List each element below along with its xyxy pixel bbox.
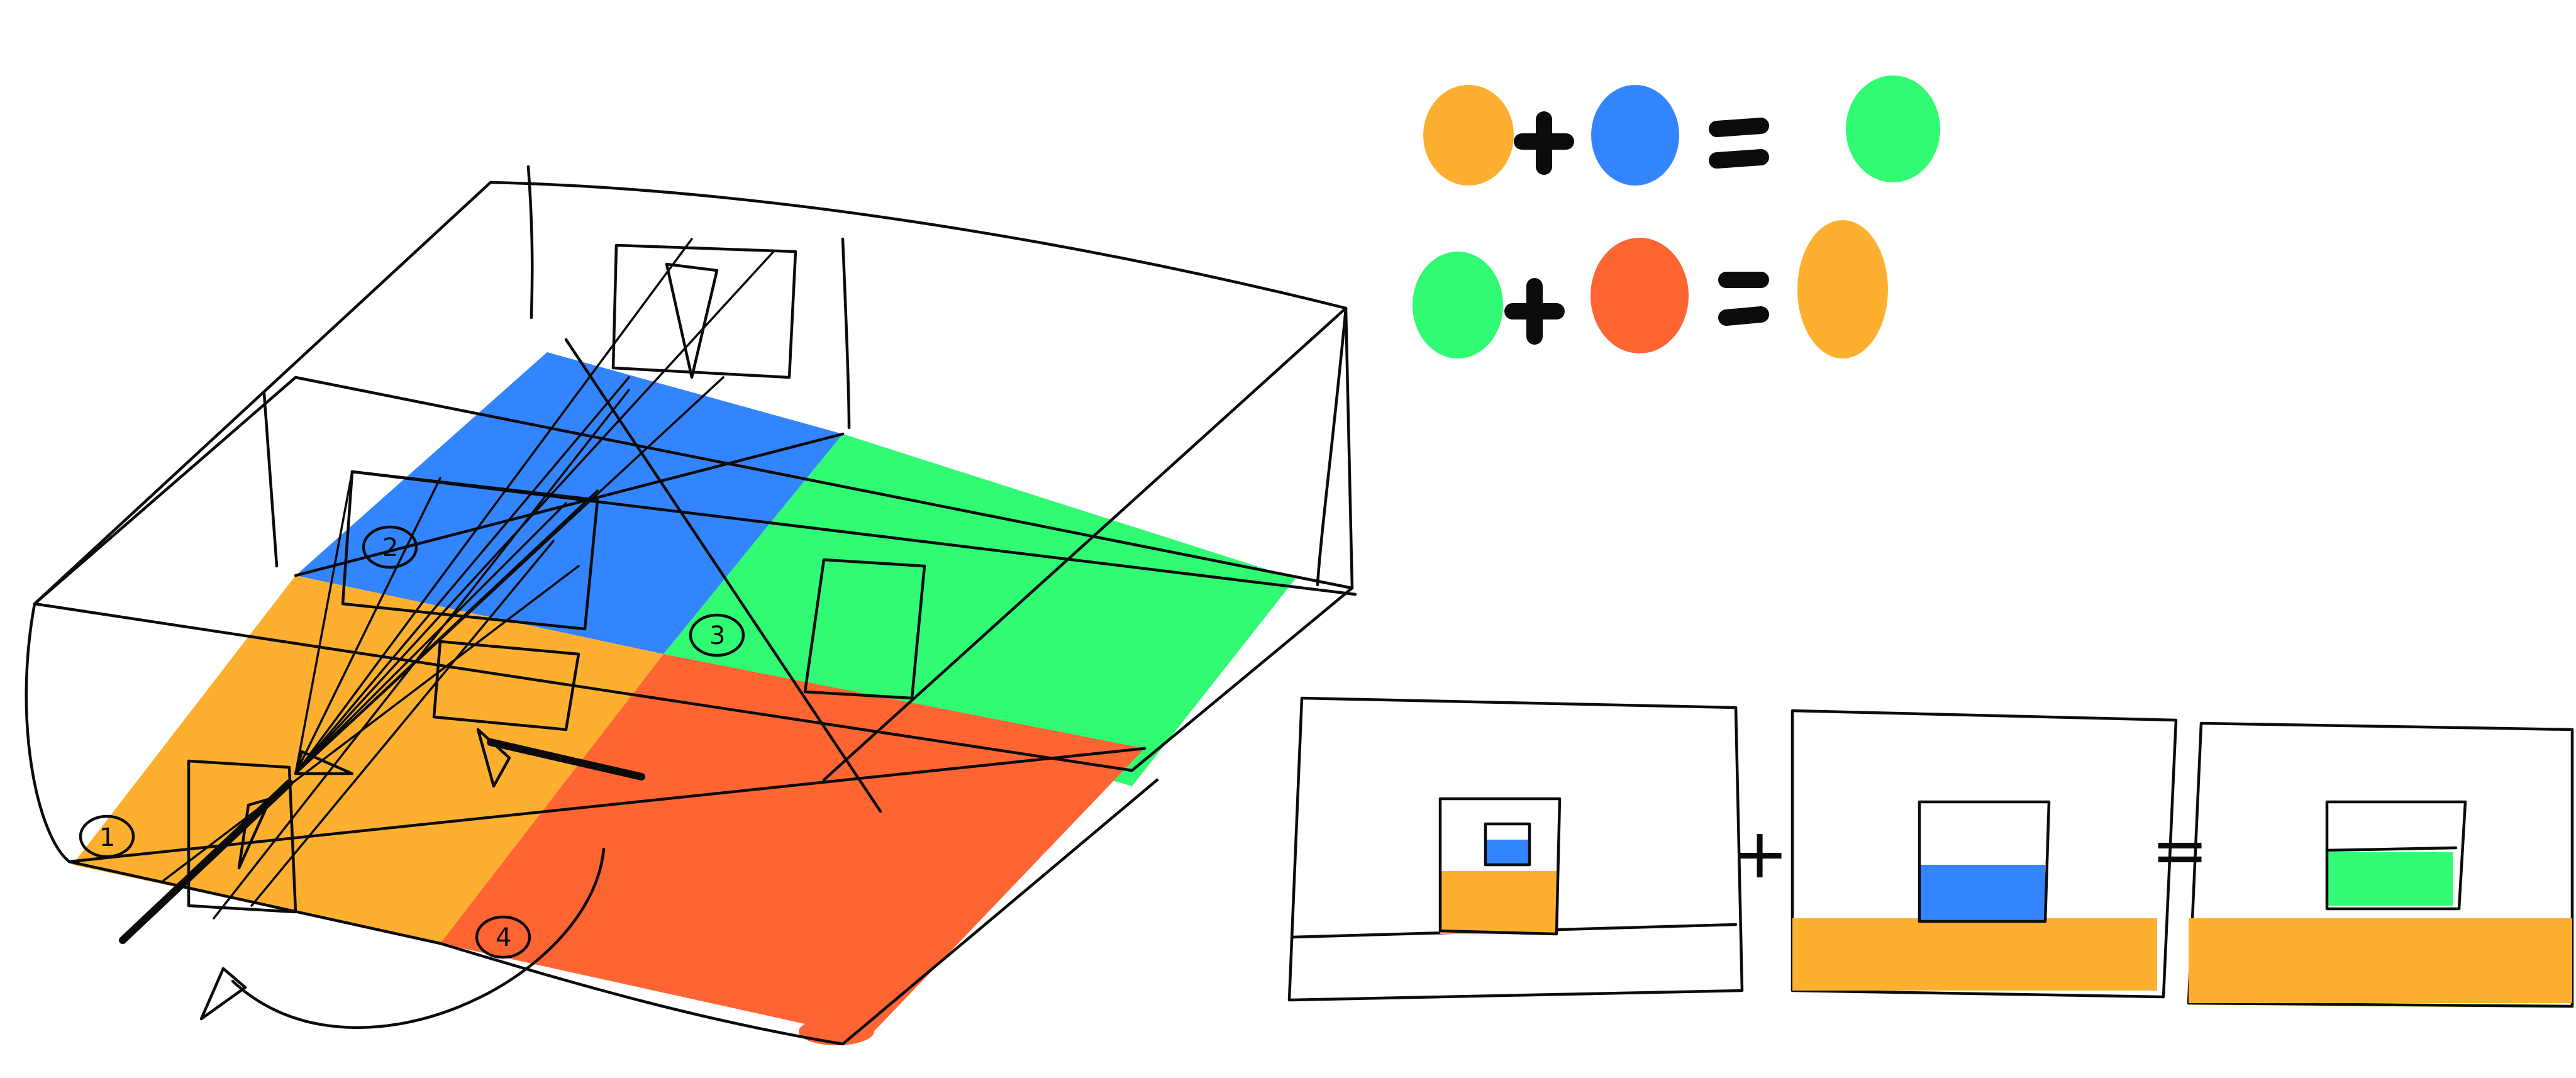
room-near-walls	[25, 602, 1159, 1046]
panel-1-inner-window	[1484, 822, 1531, 867]
camera-point	[294, 750, 354, 775]
divider-back	[294, 432, 845, 577]
divider-cross	[564, 338, 882, 813]
panel-1-window-top-fill	[1485, 840, 1530, 865]
panel-3-window-fill	[2327, 852, 2453, 906]
back-corner-post	[262, 391, 279, 568]
quadrant-label-3: 3	[689, 613, 745, 657]
panel-2-floor	[1792, 918, 2157, 991]
equation-1-equals	[1709, 118, 1769, 169]
quadrant-label-2: 2	[362, 525, 418, 569]
svg-text:3: 3	[709, 621, 725, 650]
room-sketch: 1 2 3 4	[25, 165, 1357, 1046]
divider-front	[67, 747, 1146, 864]
equation-1-right-blob	[1591, 85, 1679, 186]
panel-plus-operator: +	[1731, 813, 1789, 894]
quadrant-label-1: 1	[79, 814, 135, 859]
inner-frame-orange	[187, 759, 297, 914]
rotation-arc	[231, 847, 606, 1029]
projection-rays	[162, 238, 775, 920]
svg-text:4: 4	[496, 923, 511, 952]
room-top-outline	[33, 181, 1354, 606]
panel-2	[1790, 709, 2178, 999]
panel-1-window-floor	[1440, 871, 1557, 934]
panel-3-floor	[2189, 918, 2572, 1003]
red-corner-mark	[799, 1018, 874, 1045]
reflect-arrow-shaft	[487, 738, 645, 781]
panel-2-window-fill	[1919, 865, 2045, 921]
panel-equals-operator: =	[2151, 810, 2209, 891]
quadrant-label-4: 4	[475, 915, 531, 959]
panel-3-window	[2325, 800, 2467, 911]
divider-diagonal	[822, 306, 1348, 782]
view-panels: + =	[1287, 696, 2574, 1008]
inner-frame-blue	[341, 470, 599, 631]
back-wall-post	[526, 165, 534, 320]
back-window-arrow	[665, 262, 719, 379]
reflect-arrow-head	[476, 728, 511, 788]
floor-quadrant-blue	[296, 352, 843, 654]
floor-quadrant-red	[440, 654, 1145, 1038]
equation-2-left-blob	[1413, 252, 1503, 358]
panel-1-window	[1438, 797, 1562, 936]
panel-3-window-line	[2325, 846, 2458, 852]
svg-text:1: 1	[99, 823, 115, 852]
svg-text:2: 2	[382, 533, 398, 562]
equation-2-right-blob	[1591, 238, 1689, 353]
camera-arrow-head	[237, 797, 272, 870]
equation-2-equals	[1718, 272, 1769, 326]
equation-2-result-blob	[1797, 220, 1888, 358]
equation-2-plus	[1504, 278, 1565, 345]
color-equations	[1413, 75, 1940, 358]
camera-arrow-shaft	[119, 779, 293, 944]
panel-1	[1287, 696, 1744, 1002]
back-wall-post-right	[841, 237, 851, 430]
back-window	[611, 243, 797, 379]
equation-1-plus	[1514, 111, 1574, 175]
panel-3	[2187, 721, 2574, 1008]
inner-frame-orange-back	[432, 640, 580, 731]
equation-1-left-blob	[1423, 85, 1514, 186]
equation-1-result-blob	[1846, 75, 1940, 182]
rotation-arrow-head	[199, 967, 247, 1021]
inner-frame-green	[803, 558, 926, 700]
room-right-edge	[1316, 306, 1348, 587]
panel-2-window	[1918, 800, 2051, 923]
